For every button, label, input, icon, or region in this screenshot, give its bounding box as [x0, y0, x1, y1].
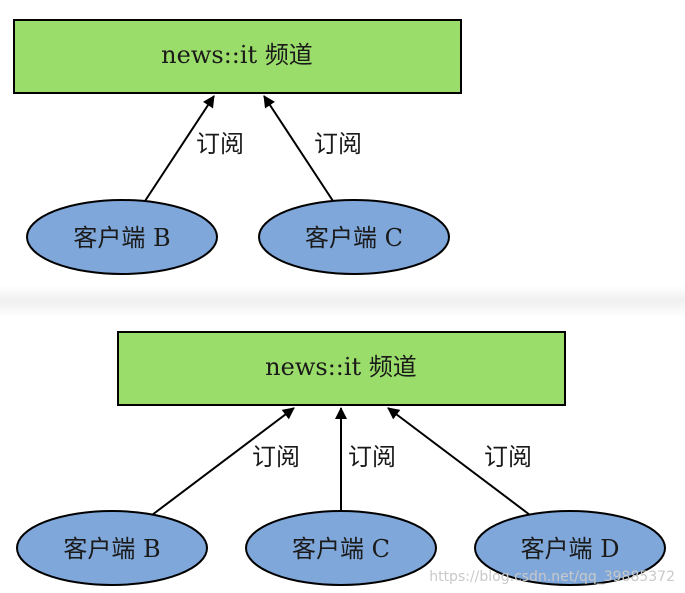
bottom-diagram: news::it 频道 订阅 订阅 订阅 客户端 B 客户端 C 客户端 D [16, 331, 666, 586]
bottom-edge-d [387, 407, 531, 516]
bottom-edge-label-d: 订阅 [484, 443, 532, 471]
bottom-edge-label-c: 订阅 [348, 443, 396, 471]
top-client-b-node [26, 199, 218, 275]
top-edge-label-b: 订阅 [196, 130, 244, 158]
bottom-channel-label: news::it 频道 [265, 353, 417, 381]
bottom-client-d-node [474, 510, 666, 586]
bottom-client-c-node [245, 510, 437, 586]
bottom-client-d-label: 客户端 D [521, 535, 620, 563]
top-edge-b [144, 95, 215, 202]
top-client-b-label: 客户端 B [73, 224, 170, 252]
bottom-client-b-label: 客户端 B [63, 535, 160, 563]
watermark-text: https://blog.csdn.net/qq_39885372 [429, 569, 675, 585]
top-diagram: news::it 频道 订阅 订阅 客户端 B 客户端 C [13, 19, 462, 275]
bottom-edge-b [151, 407, 295, 516]
top-channel-label: news::it 频道 [161, 41, 313, 69]
top-channel-box [13, 19, 462, 94]
bottom-client-c-label: 客户端 C [292, 535, 390, 563]
top-edge-c [263, 95, 334, 202]
top-client-c-label: 客户端 C [305, 224, 403, 252]
top-edge-label-c: 订阅 [314, 130, 362, 158]
panel-separator [0, 286, 685, 318]
bottom-channel-box [117, 331, 566, 406]
top-client-c-node [258, 199, 450, 275]
bottom-client-b-node [16, 510, 208, 586]
bottom-edge-label-b: 订阅 [252, 443, 300, 471]
